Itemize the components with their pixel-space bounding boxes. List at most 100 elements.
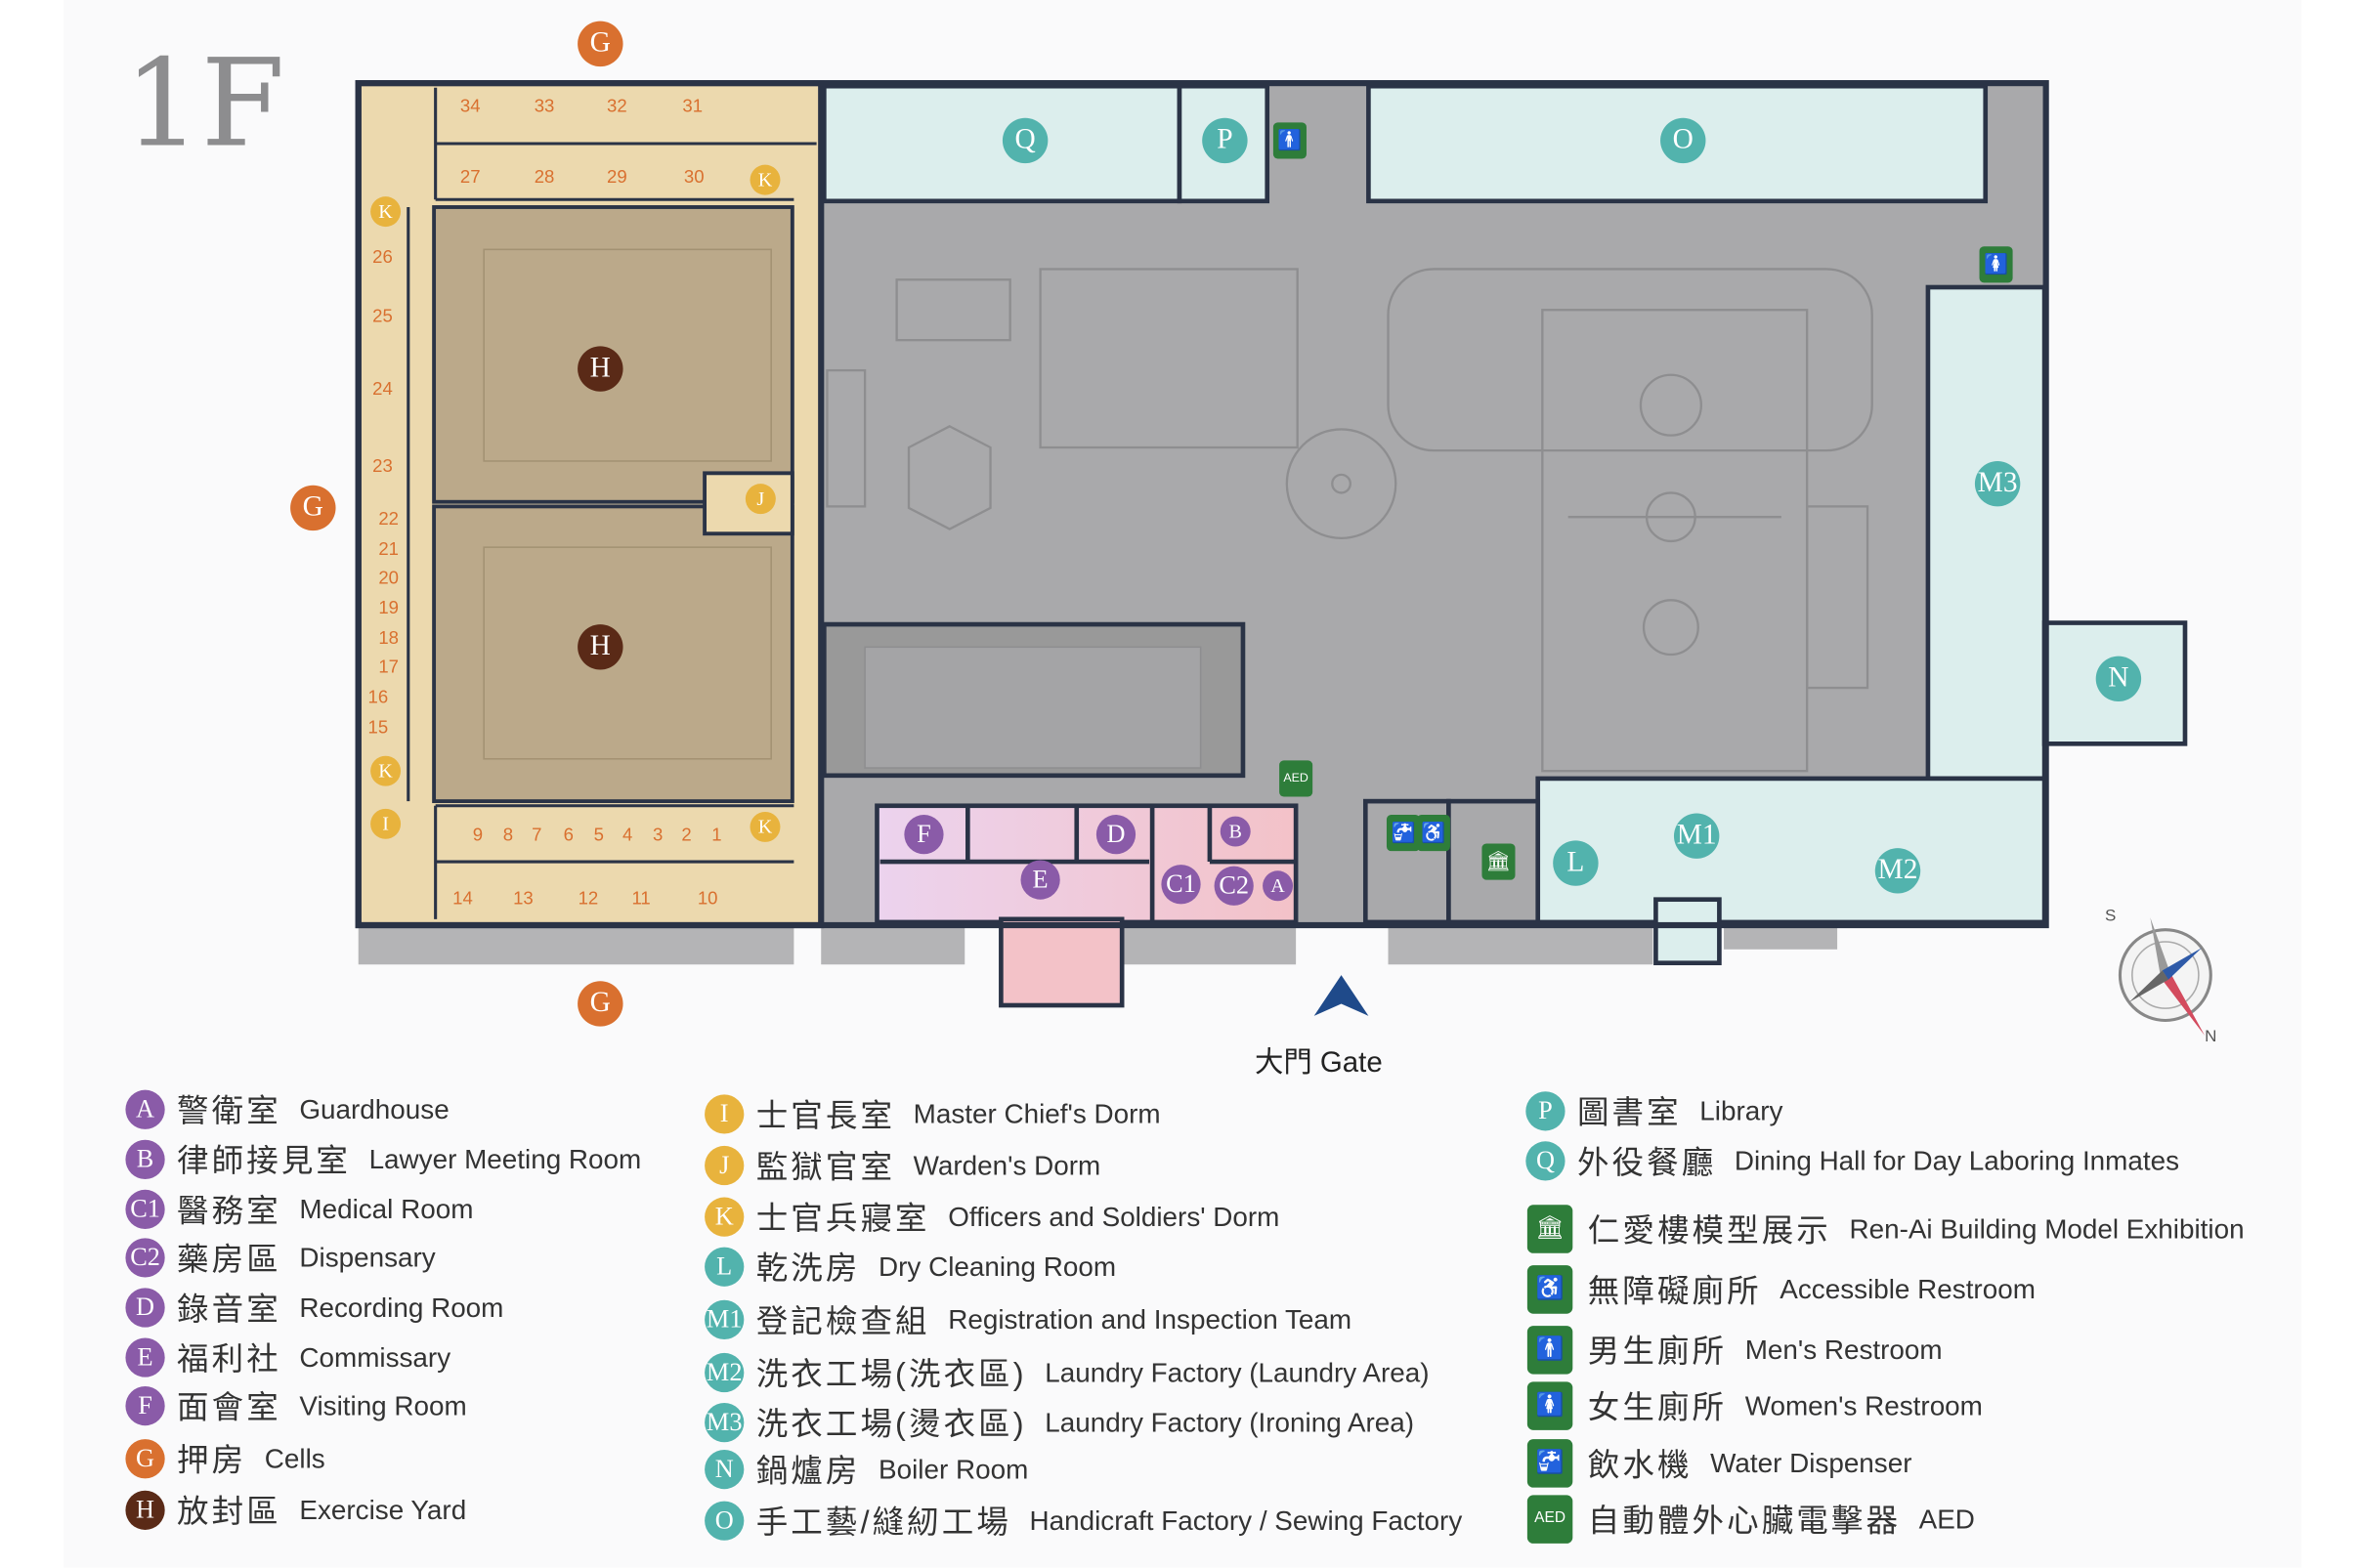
legend-label-en: Water Dispenser <box>1710 1447 1912 1478</box>
marker-d: D <box>1095 815 1137 855</box>
cell-number: 9 <box>472 824 484 845</box>
legend-label-zh: 士官兵寢室 <box>755 1202 930 1237</box>
legend-label-en: Dispensary <box>299 1242 436 1273</box>
legend-label-zh: 飲水機 <box>1587 1448 1693 1483</box>
legend-badge-g: G <box>125 1439 165 1479</box>
cell-number: 23 <box>372 454 393 477</box>
marker-g: G <box>290 485 336 531</box>
legend-badge-a: A <box>125 1089 165 1129</box>
marker-a: A <box>1263 870 1294 902</box>
cell-number: 4 <box>622 824 633 845</box>
compass-icon: S N <box>2105 906 2216 1045</box>
cell-number: 16 <box>367 686 389 708</box>
cell-number: 20 <box>378 567 400 588</box>
legend-badge-b: B <box>125 1139 165 1179</box>
legend-label-zh: 洗衣工場(燙衣區) <box>755 1407 1027 1443</box>
legend-label-zh: 手工藝/縫紉工場 <box>755 1505 1011 1541</box>
legend-label-zh: 洗衣工場(洗衣區) <box>755 1357 1027 1393</box>
aed-icon: AED <box>1526 1495 1573 1544</box>
marker-k: K <box>750 164 781 195</box>
svg-text:N: N <box>2205 1027 2216 1045</box>
legend-label-en: Lawyer Meeting Room <box>368 1143 642 1174</box>
museum-icon: 🏛 <box>1526 1205 1573 1253</box>
legend-item: A 警衛室 Guardhouse <box>125 1087 450 1132</box>
legend-label-en: Cells <box>264 1442 325 1473</box>
marker-c1: C1 <box>1161 865 1201 905</box>
gate-label: 大門 Gate <box>1254 1047 1383 1080</box>
legend-label-en: Laundry Factory (Ironing Area) <box>1045 1406 1415 1437</box>
marker-j: J <box>745 484 776 515</box>
legend-label-zh: 警衛室 <box>177 1094 281 1129</box>
cell-number: 26 <box>372 246 393 268</box>
legend-badge-p: P <box>1525 1091 1566 1131</box>
legend-badge-q: Q <box>1525 1141 1566 1181</box>
cell-number: 1 <box>711 824 722 845</box>
legend-label-en: Ren-Ai Building Model Exhibition <box>1849 1212 2245 1244</box>
legend-item: M3 洗衣工場(燙衣區) Laundry Factory (Ironing Area… <box>705 1400 1414 1445</box>
legend-label-zh: 錄音室 <box>177 1293 281 1328</box>
womens-restroom-icon: 🚺 <box>1526 1381 1573 1430</box>
mens-restroom-icon: 🚹 <box>1526 1326 1573 1375</box>
marker-m3: M3 <box>1974 460 2021 507</box>
legend-label-en: Laundry Factory (Laundry Area) <box>1045 1356 1430 1387</box>
legend-label-zh: 藥房區 <box>177 1242 281 1278</box>
legend-item: D 錄音室 Recording Room <box>125 1285 503 1330</box>
marker-f: F <box>904 815 944 855</box>
cell-number: 14 <box>452 887 473 909</box>
marker-h: H <box>578 624 623 670</box>
legend-label-en: Guardhouse <box>299 1093 450 1124</box>
legend-badge-m1: M1 <box>705 1299 745 1339</box>
marker-e: E <box>1020 860 1060 900</box>
svg-text:S: S <box>2105 906 2116 924</box>
legend-label-zh: 士官長室 <box>755 1098 896 1134</box>
marker-k: K <box>370 196 402 228</box>
exercise-yard-south <box>432 504 794 804</box>
floor-label: 1F <box>123 33 285 174</box>
legend-label-en: Medical Room <box>299 1193 474 1224</box>
legend-label-en: Commissary <box>299 1341 451 1373</box>
legend-label-en: Dining Hall for Day Laboring Inmates <box>1734 1145 2180 1176</box>
marker-k: K <box>370 755 402 786</box>
legend-label-en: Recording Room <box>299 1292 504 1323</box>
cell-number: 19 <box>378 597 400 618</box>
legend-badge-h: H <box>125 1490 165 1530</box>
cell-number: 2 <box>681 824 692 845</box>
legend-badge-c1: C1 <box>125 1189 165 1230</box>
legend-label-zh: 醫務室 <box>177 1194 281 1230</box>
marker-o: O <box>1660 117 1706 164</box>
cell-number: 33 <box>534 95 555 117</box>
marker-c2: C2 <box>1214 866 1254 906</box>
cell-number: 10 <box>697 887 718 909</box>
legend-badge-m3: M3 <box>705 1402 745 1443</box>
legend-label-zh: 福利社 <box>177 1342 281 1377</box>
legend-label-en: Men's Restroom <box>1744 1334 1943 1365</box>
legend-badge-d: D <box>125 1288 165 1328</box>
room-m3 <box>1925 284 2047 782</box>
water-dispenser-icon: 🚰 <box>1386 815 1421 852</box>
cell-number: 32 <box>607 95 627 117</box>
marker-b: B <box>1220 816 1251 847</box>
sidewalk <box>358 925 794 965</box>
legend-label-zh: 放封區 <box>177 1495 281 1530</box>
marker-g: G <box>578 981 623 1027</box>
cell-number: 28 <box>534 166 555 188</box>
legend-label-en: Visiting Room <box>299 1389 467 1420</box>
legend-label-en: Warden's Dorm <box>913 1149 1101 1180</box>
legend-label-en: Handicraft Factory / Sewing Factory <box>1029 1504 1463 1536</box>
accessible-restroom-icon: ♿ <box>1526 1265 1573 1314</box>
